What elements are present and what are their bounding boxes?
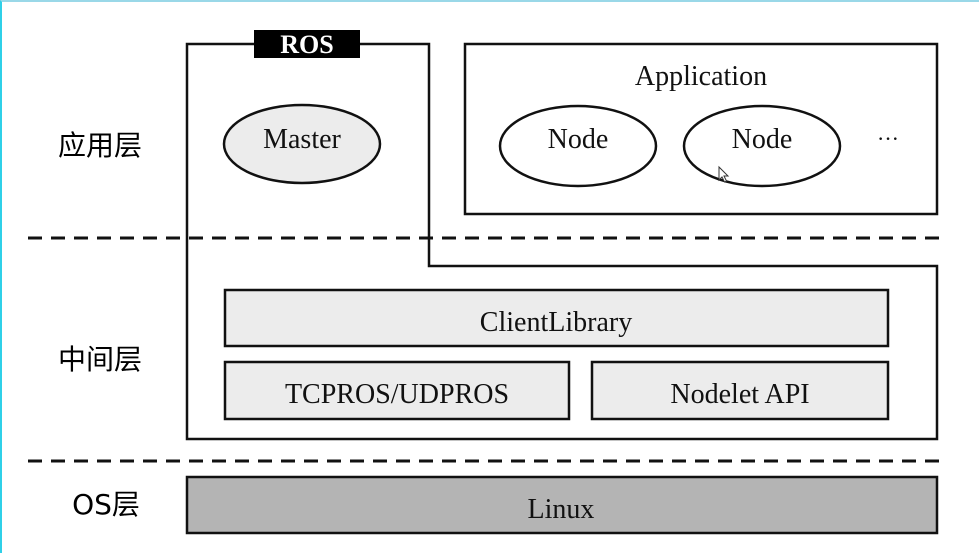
client-library-box bbox=[223, 288, 890, 348]
transport-box bbox=[223, 360, 571, 421]
linux-label: Linux bbox=[528, 494, 595, 525]
application-title: Application bbox=[635, 61, 767, 92]
application-node-2 bbox=[682, 104, 842, 188]
application-node-1-label: Node bbox=[548, 124, 609, 155]
client-library-label: ClientLibrary bbox=[480, 307, 632, 338]
mouse-cursor-icon bbox=[718, 165, 730, 183]
ros-boundary bbox=[185, 42, 939, 441]
ros-tag-label: ROS bbox=[280, 30, 333, 59]
linux-box bbox=[185, 475, 939, 535]
master-label: Master bbox=[263, 124, 341, 155]
nodelet-label: Nodelet API bbox=[670, 379, 809, 410]
transport-label: TCPROS/UDPROS bbox=[285, 379, 509, 410]
ros-tag-background bbox=[254, 30, 360, 58]
application-node-1 bbox=[498, 104, 658, 188]
layer-label-application: 应用层 bbox=[58, 129, 142, 162]
application-ellipsis: ··· bbox=[877, 126, 899, 151]
application-node-2-label: Node bbox=[732, 124, 793, 155]
layer-label-os: OS层 bbox=[72, 488, 140, 521]
master-node bbox=[222, 103, 382, 185]
nodelet-box bbox=[590, 360, 890, 421]
layer-label-middleware: 中间层 bbox=[58, 343, 142, 376]
